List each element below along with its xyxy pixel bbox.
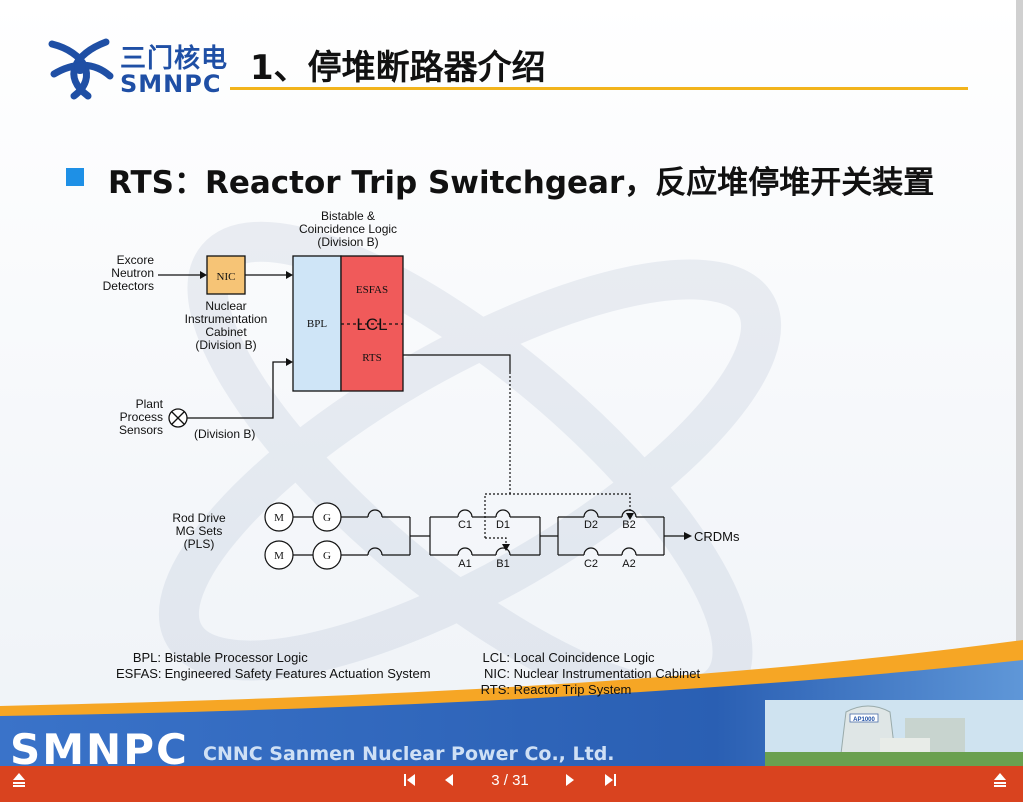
legend-key: LCL: (476, 650, 510, 665)
legend-text: Bistable Processor Logic (165, 650, 308, 665)
nic-caption-1: Nuclear (205, 299, 246, 313)
breaker-c2: C2 (584, 558, 598, 570)
breaker-a2: A2 (622, 558, 635, 570)
excore-label-3: Detectors (103, 279, 154, 293)
breaker-a1: A1 (458, 558, 471, 570)
sensor-division-label: (Division B) (194, 427, 255, 441)
first-page-icon[interactable] (403, 772, 417, 793)
legend-esfas: ESFAS: Engineered Safety Features Actuat… (116, 666, 431, 681)
sensor-symbol-icon (169, 409, 187, 427)
breaker-b2: B2 (622, 519, 635, 531)
generator-1-label: G (323, 512, 331, 524)
breaker-c1: C1 (458, 519, 472, 531)
plant-label-2: Process (120, 410, 163, 424)
legend-text: Reactor Trip System (514, 682, 632, 697)
motor-1-label: M (274, 512, 284, 524)
legend-key: NIC: (476, 666, 510, 681)
legend-nic: NIC: Nuclear Instrumentation Cabinet (476, 666, 700, 681)
menu-up-icon[interactable] (12, 772, 26, 793)
bistable-title-3: (Division B) (317, 235, 378, 249)
bpl-label: BPL (307, 318, 327, 330)
legend-lcl: LCL: Local Coincidence Logic (476, 650, 655, 665)
menu-up-icon-right[interactable] (993, 772, 1007, 793)
legend-key: ESFAS: (116, 666, 161, 681)
rod-drive-label-2: MG Sets (176, 524, 223, 538)
legend-text: Local Coincidence Logic (514, 650, 655, 665)
bistable-title-2: Coincidence Logic (299, 222, 397, 236)
bistable-title-1: Bistable & (321, 209, 375, 223)
nic-caption-4: (Division B) (195, 338, 256, 352)
lcl-label: LCL (356, 315, 387, 334)
esfas-label: ESFAS (356, 284, 388, 296)
prev-page-icon[interactable] (443, 772, 455, 793)
plant-label-3: Sensors (119, 423, 163, 437)
legend-text: Engineered Safety Features Actuation Sys… (165, 666, 431, 681)
legend-text: Nuclear Instrumentation Cabinet (514, 666, 700, 681)
rts-label: RTS (362, 352, 382, 364)
plant-label-1: Plant (136, 397, 164, 411)
nic-caption-3: Cabinet (205, 325, 247, 339)
rod-drive-label-3: (PLS) (184, 537, 215, 551)
breaker-d2: D2 (584, 519, 598, 531)
crdms-label: CRDMs (694, 529, 740, 544)
breaker-d1: D1 (496, 519, 510, 531)
excore-label-1: Excore (117, 253, 155, 267)
motor-2-label: M (274, 550, 284, 562)
next-page-icon[interactable] (564, 772, 576, 793)
excore-label-2: Neutron (111, 266, 154, 280)
generator-2-label: G (323, 550, 331, 562)
page-number: 3 / 31 (480, 772, 540, 789)
legend-key: BPL: (116, 650, 161, 665)
nic-caption-2: Instrumentation (185, 312, 268, 326)
nic-box-label: NIC (217, 271, 236, 283)
breaker-b1: B1 (496, 558, 509, 570)
last-page-icon[interactable] (603, 772, 617, 793)
legend-key: RTS: (476, 682, 510, 697)
rod-drive-label-1: Rod Drive (172, 511, 226, 525)
legend-rts: RTS: Reactor Trip System (476, 682, 631, 697)
footer-company: CNNC Sanmen Nuclear Power Co., Ltd. (203, 743, 615, 765)
legend-bpl: BPL: Bistable Processor Logic (116, 650, 308, 665)
